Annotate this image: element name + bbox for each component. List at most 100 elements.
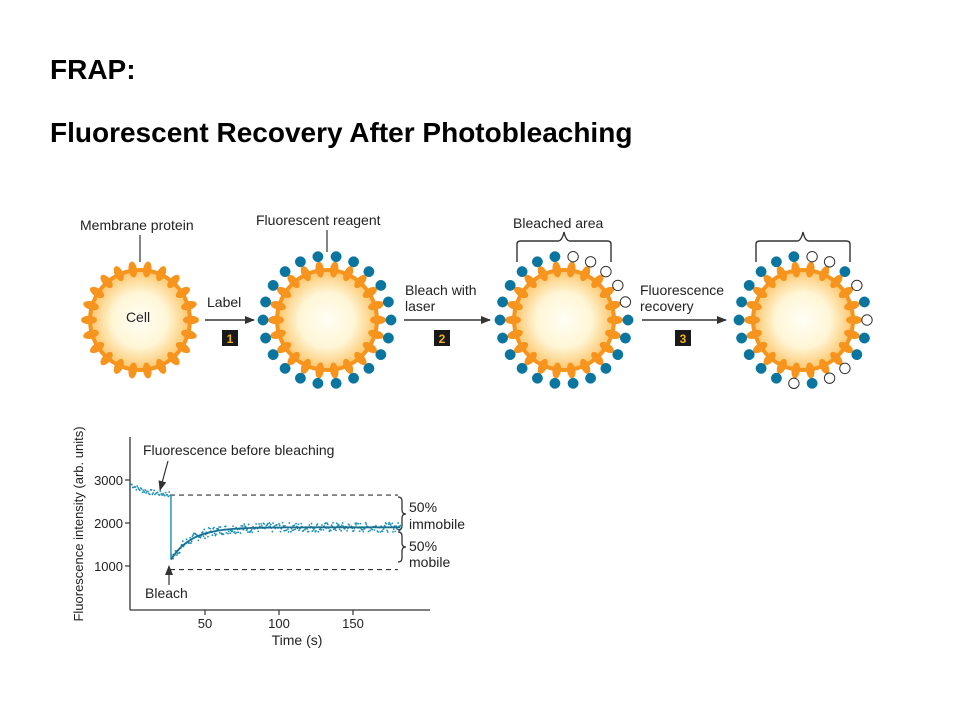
data-point (202, 535, 205, 538)
membrane-protein (83, 301, 99, 311)
data-point (231, 529, 234, 532)
data-point (292, 529, 295, 531)
data-point (375, 524, 377, 527)
data-point (218, 526, 220, 528)
membrane-protein (276, 286, 292, 299)
labeled-cell (257, 251, 397, 389)
immobile-brace (397, 496, 407, 531)
data-point (207, 535, 209, 538)
data-point (161, 494, 163, 497)
membrane-protein (181, 301, 197, 311)
membrane-protein (167, 351, 180, 366)
data-point (271, 530, 274, 533)
membrane-protein (846, 315, 862, 325)
membrane-protein (805, 261, 815, 278)
data-point (358, 530, 361, 533)
fluorescent-reagent-dot (858, 296, 870, 308)
data-point (346, 529, 348, 532)
bleached-area-label: Bleached area (513, 215, 604, 231)
data-point (343, 527, 346, 530)
membrane-protein (838, 341, 854, 354)
data-point (222, 533, 225, 536)
fluorescent-reagent-dot (770, 256, 782, 268)
membrane-protein (368, 301, 384, 311)
fluorescent-reagent-dot (755, 266, 767, 278)
membrane-protein (605, 329, 621, 339)
data-point (284, 524, 286, 527)
fluorescent-reagent-dot (330, 377, 342, 389)
immobile-percent: 50% (409, 499, 437, 515)
cell-body (753, 270, 853, 370)
fluorescent-reagent-dot (806, 377, 818, 389)
data-point (291, 529, 294, 532)
membrane-protein (791, 362, 801, 379)
fluorescent-reagent-dot (619, 332, 631, 344)
membrane-protein (607, 315, 623, 325)
membrane-protein (805, 362, 815, 379)
bleached-area-brace (516, 231, 612, 262)
fluorescent-reagent-dot (743, 279, 755, 291)
fluorescent-reagent-dot (363, 266, 375, 278)
membrane-protein (100, 274, 113, 289)
data-point (396, 528, 399, 531)
data-point (326, 522, 328, 524)
fluorescent-reagent-dot (294, 256, 306, 268)
fluorescent-reagent-dot (267, 279, 279, 291)
data-point (317, 530, 320, 533)
membrane-protein (524, 274, 537, 289)
mobile-brace (397, 531, 407, 563)
data-point (289, 530, 292, 533)
data-point (212, 526, 215, 529)
data-point (295, 522, 297, 525)
membrane-protein (156, 358, 167, 374)
data-point (397, 522, 400, 524)
fluorescent-reagent-dot (363, 362, 375, 374)
bleached-fluorophore (861, 314, 873, 326)
cell-body (277, 270, 377, 370)
membrane-protein (329, 362, 339, 379)
step-3-badge (675, 330, 691, 346)
data-point (213, 532, 216, 535)
data-point (304, 528, 306, 531)
step-3-number: 3 (680, 332, 687, 346)
fluorescent-reagent-dot (294, 372, 306, 384)
mobile-label: mobile (409, 554, 450, 570)
fluorescent-reagent-dot (858, 332, 870, 344)
data-point (278, 524, 281, 527)
data-point (263, 523, 266, 525)
data-point (282, 525, 285, 527)
fluorescent-reagent-dot (736, 332, 748, 344)
membrane-protein (591, 351, 604, 366)
data-point (130, 483, 133, 486)
membrane-protein (83, 329, 99, 339)
data-point (293, 524, 296, 527)
fluorescent-reagent-dot (585, 372, 597, 384)
data-point (322, 528, 325, 531)
membrane-protein (270, 329, 286, 339)
membrane-protein (830, 274, 843, 289)
data-point (273, 525, 276, 527)
data-point (146, 490, 149, 493)
bleached-cell (494, 250, 634, 389)
data-point (214, 534, 217, 537)
membrane-protein (838, 286, 854, 299)
fluorescent-reagent-dot (549, 377, 561, 389)
membrane-protein (113, 358, 124, 374)
data-point (399, 524, 402, 527)
recovery-area-brace (755, 231, 851, 262)
step-3-text: Fluorescence recovery (640, 282, 728, 314)
fluorescent-reagent-dot (600, 362, 612, 374)
data-point (392, 530, 394, 533)
data-point (261, 525, 263, 527)
data-point (225, 531, 228, 534)
data-point (363, 527, 366, 530)
membrane-protein (791, 261, 801, 278)
data-point (201, 531, 204, 533)
membrane-protein (580, 358, 591, 374)
data-point (377, 531, 380, 533)
membrane-protein (354, 274, 367, 289)
slide-subtitle: Fluorescent Recovery After Photobleachin… (50, 117, 633, 148)
data-point (286, 528, 289, 531)
fluorescent-reagent-dot (531, 256, 543, 268)
cell-label: Cell (126, 309, 150, 325)
